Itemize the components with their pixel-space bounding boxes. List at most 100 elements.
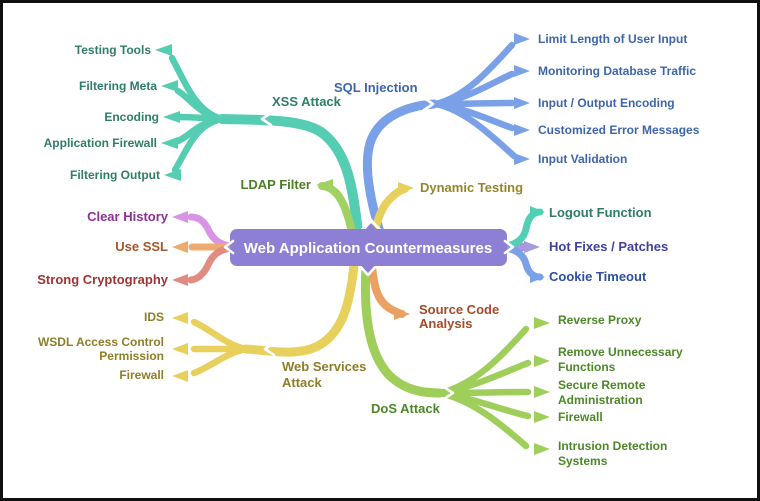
- child-tip: [163, 111, 180, 123]
- branch-curve: [360, 261, 445, 398]
- child-curve: [190, 318, 250, 353]
- node-secure-remote-line2: Administration: [558, 393, 643, 407]
- node-use-ssl: Use SSL: [115, 239, 168, 254]
- node-cookie-timeout: Cookie Timeout: [549, 269, 647, 284]
- node-source-code-line1: Source Code: [419, 302, 499, 317]
- child-tip: [514, 33, 530, 45]
- node-hot-fixes-patches: Hot Fixes / Patches: [549, 239, 668, 254]
- web-services-children-fan: [172, 312, 250, 382]
- child-tip: [164, 169, 181, 181]
- child-tip: [155, 44, 172, 56]
- node-io-encoding: Input / Output Encoding: [538, 96, 675, 110]
- child-curve: [190, 345, 250, 377]
- branch-tip: [172, 241, 188, 253]
- node-remove-unnecessary-line1: Remove Unnecessary: [558, 345, 683, 359]
- top-junction-mark: [357, 218, 385, 235]
- branch-curve: [187, 244, 234, 284]
- node-dynamic-testing: Dynamic Testing: [420, 180, 523, 195]
- node-ldap-filter: LDAP Filter: [240, 177, 311, 192]
- node-secure-remote-line1: Secure Remote: [558, 378, 646, 392]
- child-tip: [514, 153, 530, 165]
- xss-children-fan: [155, 44, 226, 181]
- node-input-validation: Input Validation: [538, 152, 627, 166]
- node-dos-firewall: Firewall: [558, 410, 603, 424]
- child-tip: [172, 370, 188, 382]
- child-curve: [432, 100, 518, 160]
- dynamic-testing-branch: [371, 182, 414, 236]
- branch-tip: [172, 274, 188, 286]
- dos-children-fan: [436, 317, 550, 455]
- bottom-wedge: [360, 264, 376, 273]
- branch-curve: [502, 244, 544, 281]
- child-curve: [432, 70, 516, 108]
- child-tip: [534, 355, 550, 367]
- central-node: Web Application Countermeasures: [223, 218, 515, 277]
- branch-tip: [172, 211, 188, 223]
- branch-curve: [187, 213, 234, 250]
- node-web-services-attack-line2: Attack: [282, 375, 323, 390]
- node-strong-cryptography: Strong Cryptography: [37, 272, 168, 287]
- xss-connector-mark: [260, 111, 273, 127]
- central-node-label: Web Application Countermeasures: [244, 240, 492, 257]
- node-logout-function: Logout Function: [549, 205, 652, 220]
- node-limit-length: Limit Length of User Input: [538, 32, 687, 46]
- branch-tip: [530, 206, 545, 218]
- child-tip: [514, 65, 530, 77]
- web-services-connector-mark: [263, 341, 276, 357]
- child-tip: [172, 312, 188, 324]
- node-filtering-output: Filtering Output: [70, 168, 160, 182]
- child-tip: [534, 411, 550, 423]
- node-xss-attack: XSS Attack: [272, 94, 342, 109]
- xss-branch: [217, 114, 363, 237]
- central-node-box: [230, 229, 507, 266]
- branch-tip: [530, 271, 545, 283]
- dos-branch: [360, 261, 445, 398]
- child-tip: [161, 80, 178, 92]
- child-tip: [534, 443, 550, 455]
- clear-history-branch: [172, 211, 234, 250]
- node-intrusion-detection-line2: Systems: [558, 454, 608, 468]
- node-remove-unnecessary-line2: Functions: [558, 360, 616, 374]
- branch-curve: [371, 185, 409, 236]
- node-dos-attack: DoS Attack: [371, 401, 441, 416]
- left-junction-mark: [223, 239, 235, 255]
- node-reverse-proxy: Reverse Proxy: [558, 313, 642, 327]
- node-intrusion-detection-line1: Intrusion Detection: [558, 439, 667, 453]
- node-filtering-meta: Filtering Meta: [79, 79, 157, 93]
- sql-branch: [362, 99, 439, 237]
- sql-connector-mark: [422, 96, 435, 112]
- node-clear-history: Clear History: [87, 209, 169, 224]
- node-sql-injection: SQL Injection: [334, 80, 418, 95]
- node-monitoring-db-traffic: Monitoring Database Traffic: [538, 64, 696, 78]
- node-wsdl-line1: WSDL Access Control: [38, 335, 164, 349]
- strong-cryptography-branch: [172, 244, 234, 286]
- branch-tip: [524, 241, 540, 253]
- child-tip: [534, 317, 550, 329]
- node-ids: IDS: [144, 310, 164, 324]
- node-web-services-attack-line1: Web Services: [282, 359, 366, 374]
- branch-tip: [398, 182, 414, 194]
- child-tip: [161, 137, 178, 149]
- node-source-code-line2: Analysis: [419, 316, 472, 331]
- web-services-branch: [241, 261, 359, 357]
- branch-curve: [502, 208, 544, 250]
- child-tip: [514, 124, 530, 136]
- branch-curve: [362, 99, 439, 237]
- branch-curve: [241, 261, 359, 357]
- branch-curve: [217, 114, 363, 237]
- branch-curve: [368, 262, 406, 318]
- bottom-junction-mark: [355, 261, 381, 277]
- node-ws-firewall: Firewall: [119, 368, 164, 382]
- node-application-firewall: Application Firewall: [44, 136, 157, 150]
- child-tip: [172, 343, 188, 355]
- node-customized-errors: Customized Error Messages: [538, 123, 700, 137]
- node-wsdl-line2: Permission: [99, 349, 164, 363]
- source-code-branch: [368, 262, 410, 320]
- child-tip: [534, 386, 550, 398]
- right-junction-mark: [503, 239, 515, 255]
- node-encoding: Encoding: [104, 110, 159, 124]
- logout-branch: [502, 206, 545, 250]
